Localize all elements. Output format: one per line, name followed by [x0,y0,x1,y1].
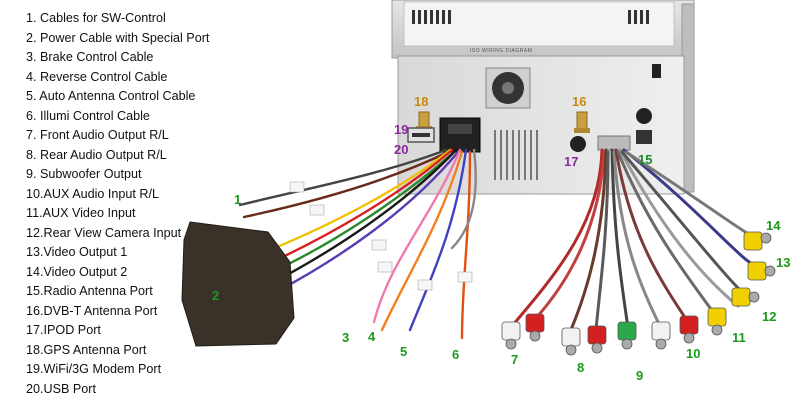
port-legend-list: 1. Cables for SW-Control 2. Power Cable … [26,9,209,399]
rca-plug-rear-red [587,325,607,354]
legend-item: 7. Front Audio Output R/L [26,128,169,142]
callout-1: 1 [234,192,241,207]
legend-item: 6. Illumi Control Cable [26,108,150,123]
callout-11: 11 [732,330,746,345]
legend-item: 13.Video Output 1 [26,245,128,259]
callout-5: 5 [400,344,407,359]
legend-item: 12.Rear View Camera Input [26,225,182,240]
legend-item: 14.Video Output 2 [26,264,128,279]
rca-plugs [501,231,776,356]
callout-16: 16 [572,94,586,109]
legend-item: 15.Radio Antenna Port [26,284,153,298]
wiring-diagram-plate-label: ISO WIRING DIAGRAM [470,48,532,54]
rca-plug-aux-white [651,321,671,350]
rca-plug-camera-yellow [731,287,760,307]
rca-plug-front-red [525,313,545,342]
legend-item: 10.AUX Audio Input R/L [26,186,160,201]
legend-item: 17.IPOD Port [26,323,101,337]
rca-plug-rear-white [561,327,581,356]
callout-20: 20 [394,142,408,157]
legend-item: 4. Reverse Control Cable [26,69,168,84]
legend-item: 3. Brake Control Cable [26,50,154,64]
radio-antenna-port [636,108,652,124]
callout-6: 6 [452,347,459,362]
rca-plug-aux-video-yellow [707,307,727,336]
iso-connector [439,117,481,153]
callouts: 1 2 3 4 5 6 7 8 9 10 11 12 13 14 15 16 1… [212,94,790,383]
legend-item: 20.USB Port [26,381,96,396]
usb-port-slot [412,133,430,137]
legend-item: 5. Auto Antenna Control Cable [26,89,196,103]
legend-item: 9. Subwoofer Output [26,167,142,181]
callout-15: 15 [638,152,652,167]
callout-8: 8 [577,360,584,375]
legend-item: 16.DVB-T Antenna Port [26,303,158,318]
legend-item: 18.GPS Antenna Port [26,342,147,357]
callout-12: 12 [762,309,776,324]
callout-18: 18 [414,94,428,109]
iso-connector-socket [448,124,472,134]
rca-connector-block [597,135,631,151]
callout-4: 4 [368,329,376,344]
rca-plug-video-out1-yellow [747,261,776,281]
callout-9: 9 [636,368,643,383]
harness-wires [238,148,477,340]
panel-perforation [494,130,538,180]
callout-13: 13 [776,255,790,270]
power-harness-block [181,221,295,347]
power-switch [652,64,661,78]
radio-antenna-plug [636,130,652,144]
rca-plug-video-out2-yellow [743,231,772,251]
legend-item: 11.AUX Video Input [26,206,136,220]
callout-10: 10 [686,346,700,361]
rca-wires [510,148,758,334]
ipod-port [570,136,586,152]
vent-slots [412,10,649,24]
callout-3: 3 [342,330,349,345]
legend-item: 8. Rear Audio Output R/L [26,147,167,162]
rca-plug-front-white [501,321,521,350]
callout-19: 19 [394,122,408,137]
callout-2: 2 [212,288,219,303]
rca-plug-aux-red [679,315,699,344]
callout-17: 17 [564,154,578,169]
wire-tags [289,181,473,291]
legend-item: 19.WiFi/3G Modem Port [26,362,162,376]
callout-7: 7 [511,352,518,367]
legend-item: 1. Cables for SW-Control [26,11,166,25]
rca-plug-subwoofer-green [617,321,637,350]
fan-grille [485,67,531,109]
dvbt-antenna-port [574,111,590,133]
legend-item: 2. Power Cable with Special Port [26,30,210,45]
callout-14: 14 [766,218,781,233]
